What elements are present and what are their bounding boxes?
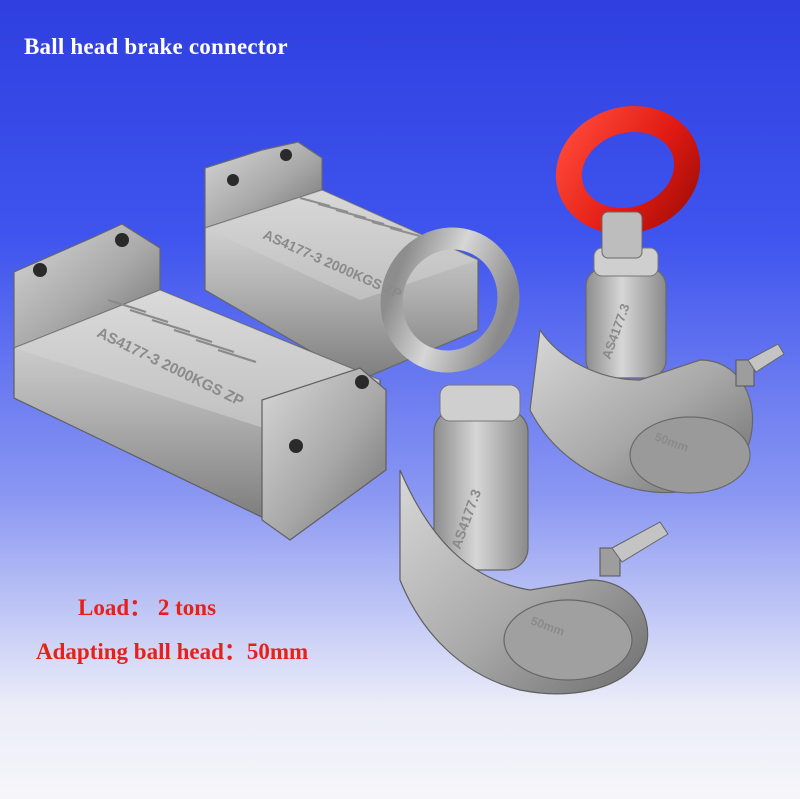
grey-handle-ring — [380, 227, 520, 373]
front-collar — [439, 384, 521, 422]
red-handle-ring — [555, 105, 701, 235]
front-end-hole — [289, 439, 303, 453]
red-handle-stem — [601, 211, 643, 259]
load-spec: Load： 2 tons — [78, 595, 217, 620]
front-bolt — [599, 547, 621, 577]
front-ridges — [107, 298, 257, 364]
product-title: Ball head brake connector — [24, 34, 288, 59]
front-cup — [503, 599, 633, 681]
rear-flange-hole — [280, 149, 292, 161]
rear-coupling — [204, 105, 785, 494]
front-end-hole — [355, 375, 369, 389]
front-flange-hole — [115, 233, 129, 247]
red-handle — [555, 105, 701, 259]
rear-bolt-thread — [747, 343, 785, 373]
ball-head-spec: Adapting ball head：50mm — [36, 639, 309, 664]
front-flange-hole — [33, 263, 47, 277]
rear-cup — [629, 416, 751, 494]
front-coupling — [13, 223, 669, 695]
rear-ridges — [299, 197, 421, 237]
front-end-block — [261, 367, 387, 541]
rear-bolt — [735, 359, 755, 387]
rear-flange-hole — [227, 174, 239, 186]
front-bolt-thread — [611, 521, 669, 563]
